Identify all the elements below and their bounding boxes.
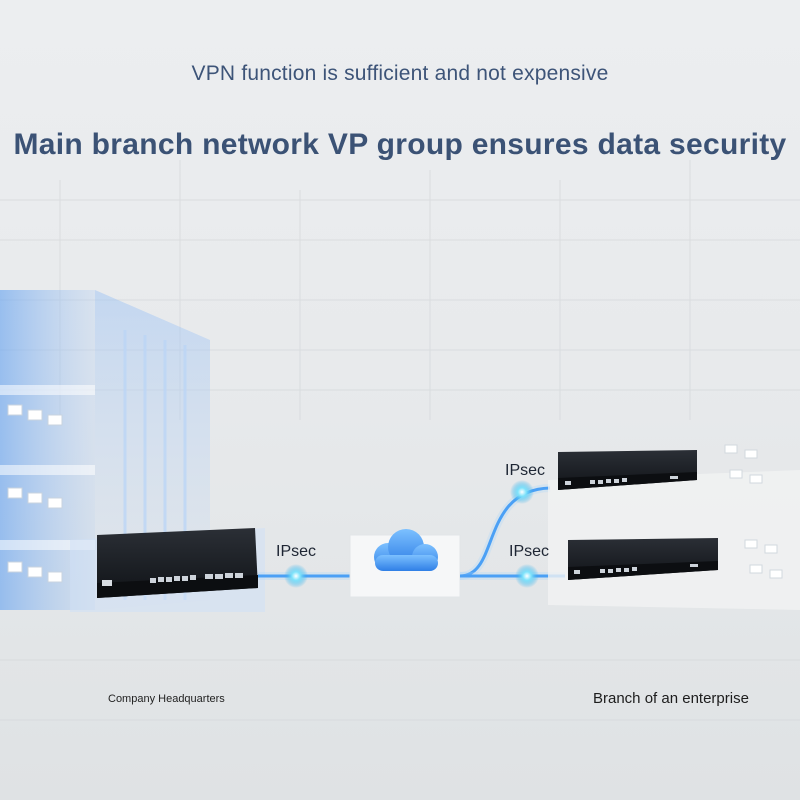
ipsec-label-branch-1: IPsec xyxy=(505,462,546,479)
subtitle: VPN function is sufficient and not expen… xyxy=(191,62,609,85)
link-hq-cloud xyxy=(258,564,352,588)
headquarters-caption: Company Headquarters xyxy=(108,693,225,705)
cloud-node xyxy=(349,529,461,598)
link-cloud-branch xyxy=(459,480,565,588)
page-title: Main branch network VP group ensures dat… xyxy=(13,128,787,161)
branch-router-2-icon xyxy=(568,538,718,580)
branch-caption: Branch of an enterprise xyxy=(593,690,749,707)
ipsec-label-hq: IPsec xyxy=(276,543,317,560)
cloud-icon xyxy=(374,529,438,571)
ipsec-label-branch-2: IPsec xyxy=(509,543,550,560)
branch-router-1-icon xyxy=(558,450,697,490)
headquarters-router-icon xyxy=(97,528,258,598)
